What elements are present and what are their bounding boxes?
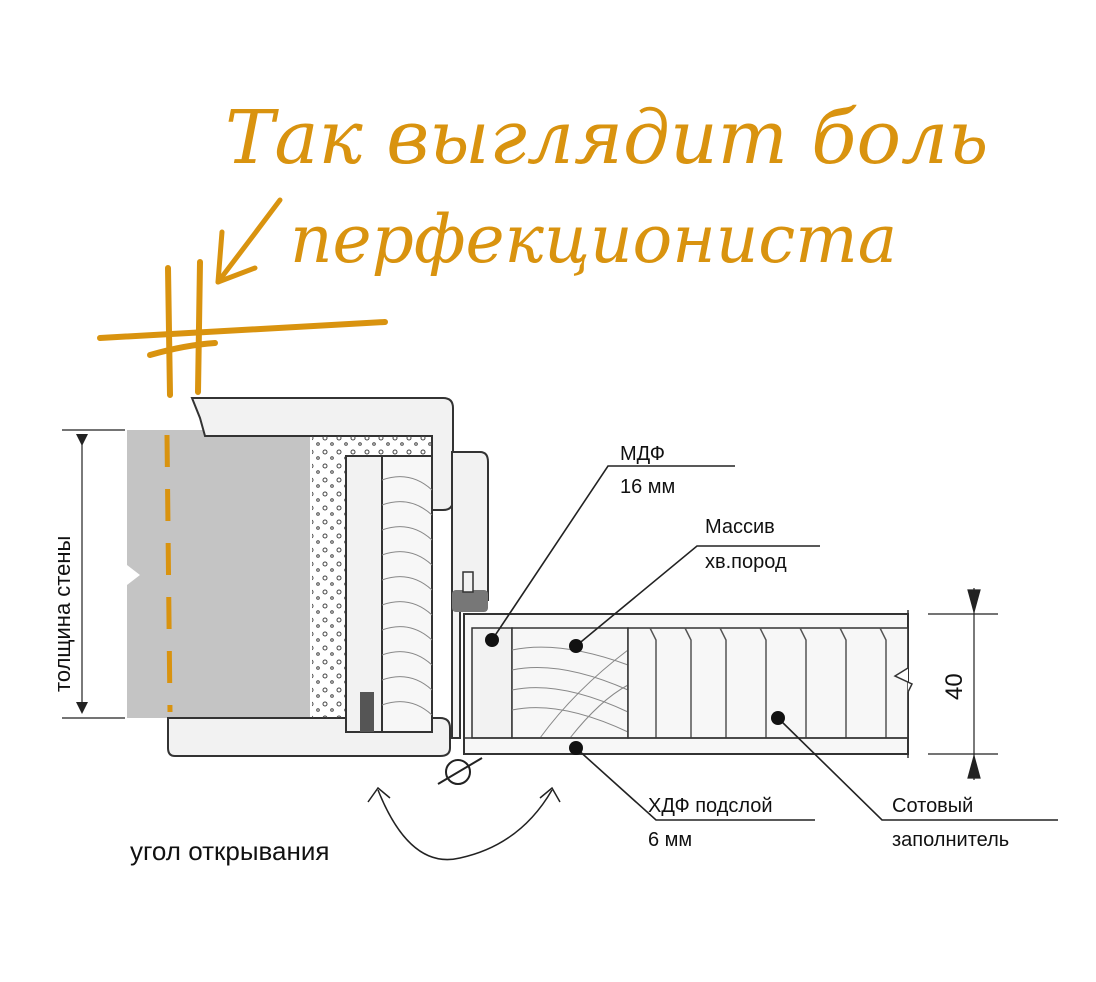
heading-line-1: Так выглядит боль [225,95,988,181]
wall-center-dashed-line [164,434,173,713]
honeycomb-label: Сотовый [892,795,973,817]
door-leaf [463,610,914,758]
door-thickness-dimension [928,588,998,780]
mdf-label: МДФ [620,443,665,465]
frame-wood-core [381,455,433,733]
diameter-symbol-icon [437,757,483,785]
door-frame-box [167,397,489,757]
wall-thickness-dimension [62,429,125,719]
massiv-sub-label: хв.пород [705,551,787,573]
wall-section [127,430,310,718]
leaf-honeycomb [627,627,909,739]
hdf-size-label: 6 мм [648,829,692,851]
mdf-size-label: 16 мм [620,476,675,498]
hash-scribble-icon [97,259,388,398]
callout-leaders [491,465,1058,821]
hdf-label: ХДФ подслой [648,795,773,817]
honeycomb-sub-label: заполнитель [892,829,1009,851]
wall-thickness-label: толщина стены [50,536,75,692]
callout-dots [485,633,785,755]
seal-strip [360,692,374,732]
massiv-label: Массив [705,516,775,538]
hinge-stop [452,590,488,612]
hand-drawn-arrow-icon [215,197,283,285]
opening-angle-label: угол открывания [130,836,329,866]
heading-line-2: перфекциониста [290,201,897,278]
door-thickness-label: 40 [941,673,968,700]
opening-angle-arc [367,786,561,861]
